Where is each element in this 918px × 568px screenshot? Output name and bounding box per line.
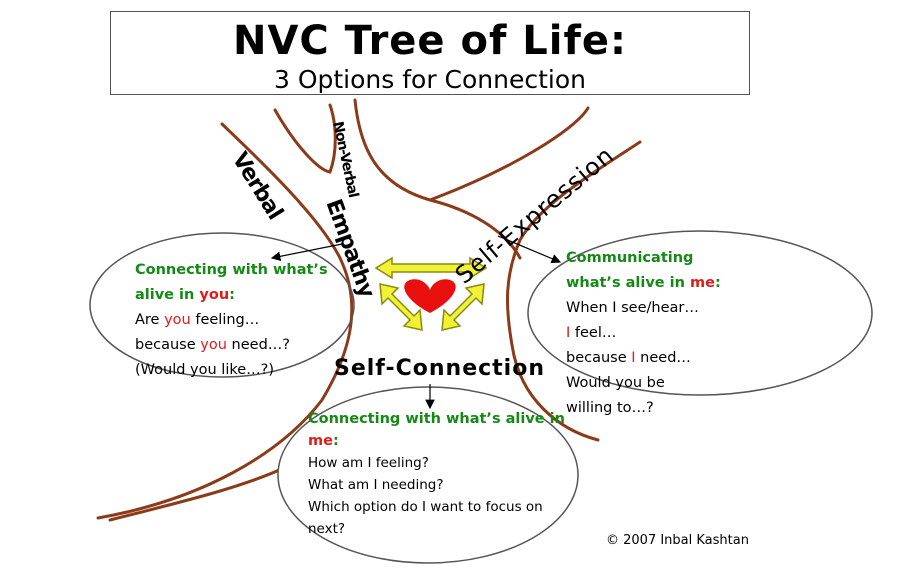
right-bubble-heading-line2: what’s alive in me: [566, 275, 721, 291]
diagram-title: NVC Tree of Life: [232, 18, 628, 64]
right-bubble-outline [527, 230, 873, 396]
heart-icon [404, 279, 456, 313]
left-bubble-outline [89, 232, 355, 378]
bottom-bubble-heading-line2: me: [308, 433, 339, 449]
yellow-arrows [374, 256, 488, 331]
left-bubble-line3: (Would you like…?) [135, 362, 275, 378]
bottom-bubble-line1: How am I feeling? [308, 455, 429, 471]
left-bubble-text: Connecting with what’s alive in you: Are… [135, 258, 328, 383]
arrow-to-left-bubble [270, 243, 343, 262]
arrow-to-right-bubble [497, 235, 562, 264]
branch-right-top [428, 106, 590, 202]
horizontal-double-arrow-icon [374, 256, 488, 280]
diagram-subtitle: 3 Options for Connection [273, 65, 587, 94]
left-bubble-heading-line2: alive in you: [135, 287, 235, 303]
right-bubble-text: Communicating what’s alive in me: When I… [566, 246, 721, 421]
bottom-bubble-line4: next? [308, 521, 346, 537]
trunk-left-edge [96, 122, 354, 520]
left-diagonal-arrow-icon [379, 283, 423, 331]
bottom-bubble-line2: What am I needing? [308, 477, 444, 493]
right-bubble-line4: Would you be [566, 375, 665, 391]
right-diagonal-arrow-icon [441, 283, 485, 331]
bottom-bubble-outline [277, 386, 579, 564]
right-bubble-line5: willing to…? [566, 400, 654, 416]
left-bubble-line1: Are you feeling… [135, 312, 260, 328]
trunk-right-edge [506, 140, 642, 442]
root-left [108, 463, 292, 522]
bottom-bubble-text: Connecting with what’s alive in me: How … [308, 408, 565, 540]
bottom-bubble-line3: Which option do I want to focus on [308, 499, 543, 515]
tree-trunk [96, 98, 642, 522]
left-bubble-line2: because you need…? [135, 337, 290, 353]
copyright-credit: © 2007 Inbal Kashtan [606, 533, 749, 548]
right-bubble-line1: When I see/hear… [566, 300, 699, 316]
right-bubble-heading-line1: Communicating [566, 250, 694, 266]
title-box: NVC Tree of Life: 3 Options for Connecti… [110, 11, 750, 95]
left-bubble-heading-line1: Connecting with what’s [135, 262, 328, 278]
right-bubble-line3: because I need… [566, 350, 691, 366]
bottom-bubble-heading-line1: Connecting with what’s alive in [308, 411, 565, 427]
label-self-connection: Self-Connection [334, 356, 546, 381]
right-bubble-line2: I feel… [566, 325, 617, 341]
branch-fork [273, 103, 337, 174]
